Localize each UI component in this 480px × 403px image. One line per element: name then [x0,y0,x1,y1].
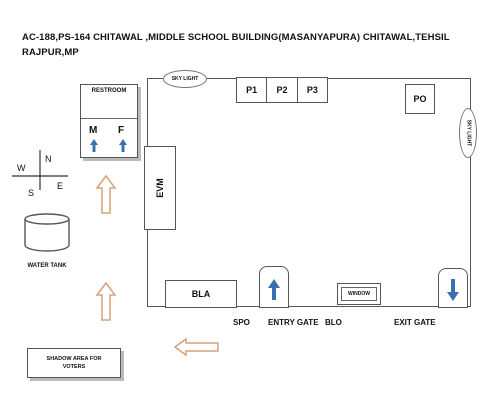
polling-officer-1-label: P1 [246,85,258,95]
polling-officer-3-label: P3 [306,85,318,95]
presiding-officer-box: PO [405,84,435,114]
compass-e: E [57,181,64,191]
presiding-officer-label: PO [413,94,427,104]
polling-officer-2: P2 [267,78,298,102]
sky-light-right: SKY LIGHT [459,108,477,158]
restroom-label: RESTROOM [91,88,127,94]
polling-officers-table: P1 P2 P3 [236,77,328,103]
bla-label: BLA [191,289,211,299]
compass-w: W [17,163,26,173]
water-tank-icon [24,213,70,252]
page-title: AC-188,PS-164 CHITAWAL ,MIDDLE SCHOOL BU… [22,32,450,58]
restroom-divider [81,118,137,119]
polling-station-room [147,78,471,307]
bla-table: BLA [165,280,237,308]
compass-icon [12,150,68,190]
polling-officer-3: P3 [298,78,327,102]
window-pane: WINDOW [341,287,377,301]
compass-n: N [45,154,52,164]
sky-light-top-label: SKY LIGHT [171,76,199,82]
sky-light-top: SKY LIGHT [163,70,207,88]
male-label: M [89,125,98,136]
compass-s: S [28,188,35,198]
shadow-area-label: SHADOW AREA FOR VOTERS [46,356,102,370]
polling-officer-1: P1 [237,78,268,102]
exit-arrow-down-icon [447,279,459,301]
entry-gate-label: ENTRY GATE [268,318,319,327]
blo-label: BLO [325,318,342,327]
window: WINDOW [337,283,381,305]
sky-light-right-label: SKY LIGHT [465,119,472,147]
restroom-arrows-icon [90,139,127,152]
water-tank-label: WATER TANK [27,263,67,269]
spo-label: SPO [233,318,250,327]
restroom: RESTROOM M F [80,84,138,158]
window-label: WINDOW [348,291,370,297]
exit-gate [438,268,468,308]
entry-arrow-up-icon [268,279,280,300]
female-label: F [118,125,125,136]
exit-gate-label: EXIT GATE [394,318,436,327]
evm-label: EVM [154,178,165,198]
shadow-area: SHADOW AREA FOR VOTERS [27,348,121,378]
evm-compartment: EVM [144,146,176,230]
entry-gate [259,266,289,308]
path-arrow-up-icon [95,281,117,321]
path-arrow-left-icon [173,337,219,357]
polling-officer-2-label: P2 [276,85,288,95]
path-arrow-up-icon [95,174,117,214]
